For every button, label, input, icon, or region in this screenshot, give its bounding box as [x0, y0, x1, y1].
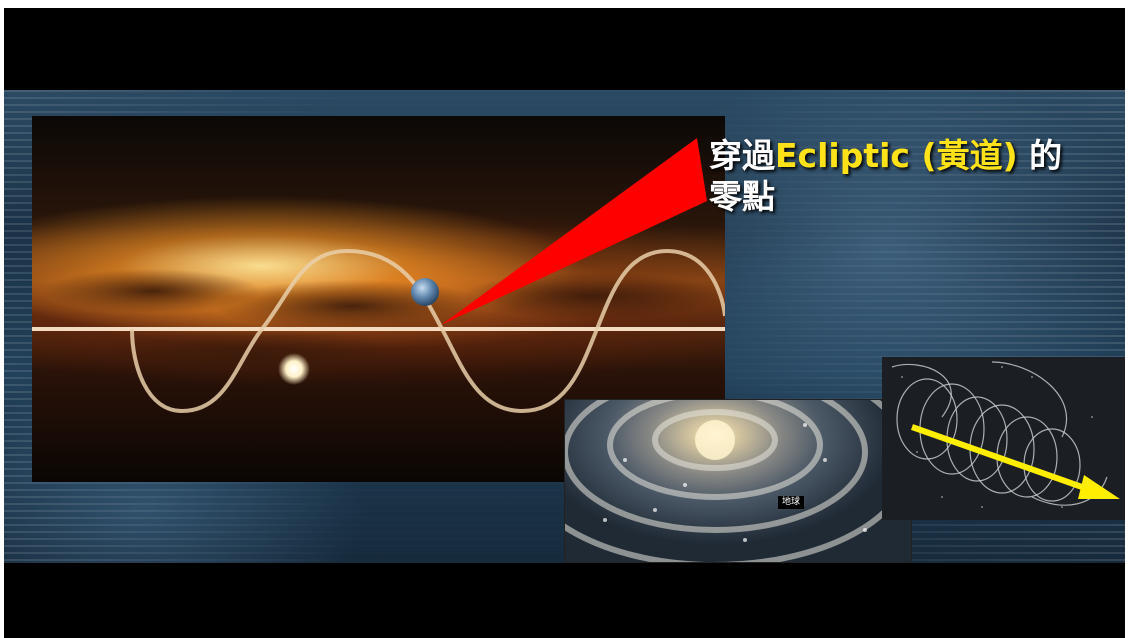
- orbit-diagram: [32, 248, 725, 414]
- pointer-wedge-shape: [441, 138, 707, 325]
- galactic-core: [695, 420, 735, 460]
- direction-arrow-shaft: [911, 424, 1083, 490]
- galactic-plane-image: [32, 116, 725, 482]
- dust-cloud: [42, 269, 262, 313]
- helix-trajectory-image: [882, 357, 1125, 520]
- frame-left: [0, 0, 4, 638]
- caption-highlight: Ecliptic (黃道): [775, 136, 1018, 175]
- earth-location-label: 地球: [778, 496, 805, 509]
- dust-cloud: [92, 328, 412, 384]
- orbit-path: [130, 248, 725, 414]
- caption-suffix: 的: [1017, 136, 1063, 175]
- earth-icon: [411, 278, 439, 306]
- spiral-galaxy-image: 地球: [564, 399, 912, 563]
- caption: 穿過Ecliptic (黃道) 的 零點: [709, 135, 1121, 217]
- video-frame: 地球: [4, 8, 1125, 638]
- letterbox-top: [4, 8, 1125, 90]
- caption-prefix: 穿過: [709, 136, 775, 175]
- letterbox-bottom: [4, 563, 1125, 638]
- yellow-arrow-icon: [1078, 475, 1120, 499]
- sun-icon: [278, 353, 310, 385]
- helix-diagram: [891, 361, 1120, 508]
- caption-line-2: 零點: [709, 177, 775, 216]
- caption-line-1: 穿過Ecliptic (黃道) 的: [709, 135, 1121, 176]
- frame-top: [0, 0, 1129, 8]
- galactic-plane-line: [32, 327, 725, 331]
- frame-right: [1125, 0, 1129, 638]
- red-pointer-wedge: [441, 138, 707, 325]
